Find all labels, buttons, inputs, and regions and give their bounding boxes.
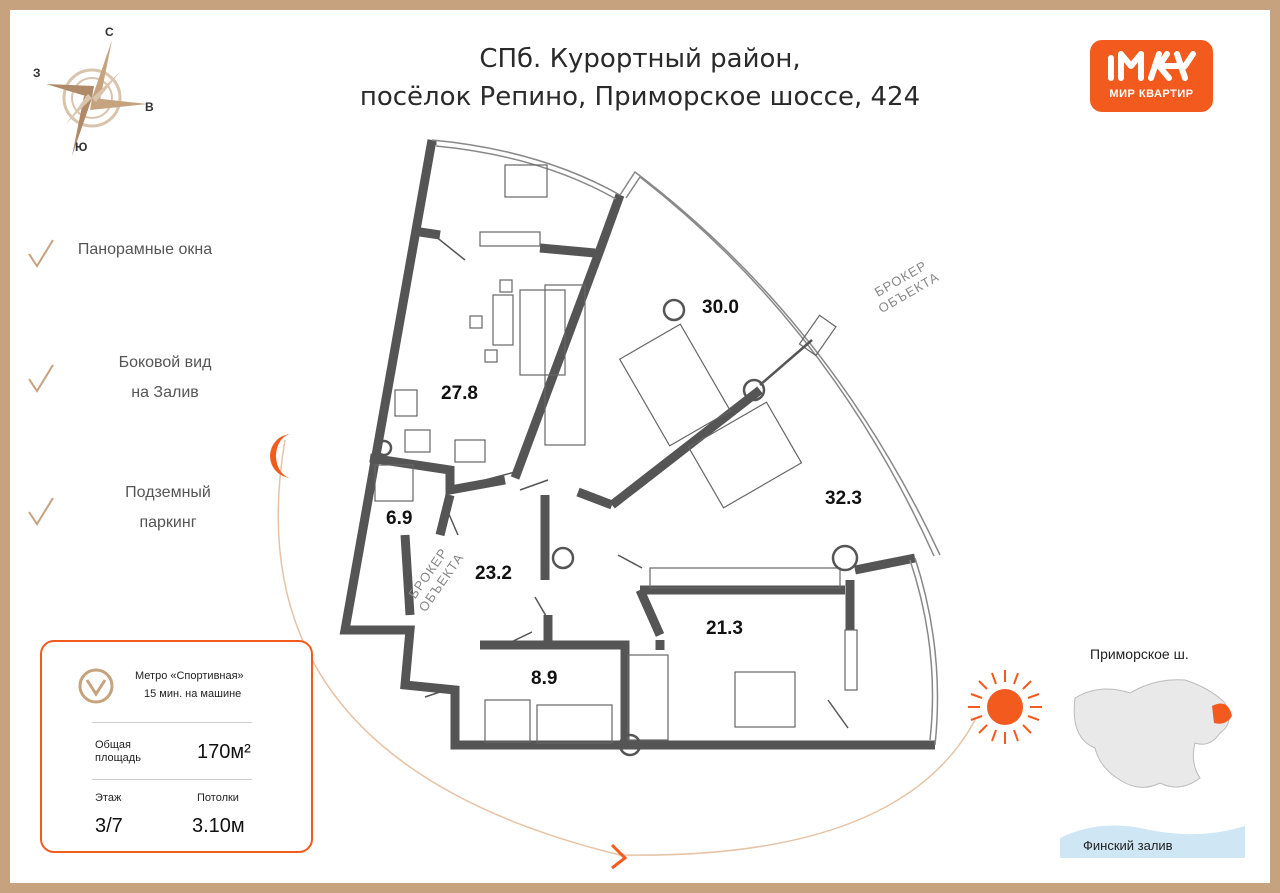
- feature-side-view: Боковой вид на Залив: [25, 345, 245, 415]
- metro-distance: 15 мин. на машине: [144, 688, 242, 700]
- ceiling-label: Потолки: [197, 792, 239, 804]
- ceiling-value: 3.10м: [192, 815, 245, 837]
- title-line-1: СПб. Курортный район,: [479, 44, 801, 74]
- room-area-hall: 23.2: [475, 563, 512, 584]
- location-map: [1060, 679, 1245, 858]
- feature-label: Панорамные окна: [77, 241, 213, 258]
- feature-parking: Подземный паркинг: [25, 478, 245, 548]
- feature-label: Боковой вид: [118, 354, 212, 371]
- metro-station: Метро «Спортивная»: [135, 670, 244, 682]
- moon-icon: [270, 434, 292, 478]
- room-area-bathroom: 8.9: [531, 668, 558, 689]
- floor-value: 3/7: [95, 815, 123, 837]
- compass-east: В: [145, 100, 154, 114]
- room-area-bedroom-large: 32.3: [825, 488, 862, 509]
- water-icon: [1060, 825, 1245, 858]
- logo-mark-icon: [1107, 51, 1196, 81]
- room-area-living: 30.0: [702, 297, 739, 318]
- compass-west: З: [33, 66, 41, 80]
- arrow-icon: [610, 843, 628, 870]
- logo-mark: [1090, 48, 1213, 90]
- divider: [92, 779, 252, 780]
- outer-wall: [339, 139, 935, 750]
- room-area-bedroom: 21.3: [706, 618, 743, 639]
- area-value: 170м²: [197, 741, 251, 763]
- compass: С В Ю З: [30, 20, 160, 160]
- compass-south: Ю: [75, 140, 88, 154]
- divider: [92, 722, 252, 723]
- checkmark-icon: [28, 239, 54, 268]
- building-outline: [1073, 679, 1230, 788]
- feature-label: паркинг: [139, 514, 197, 531]
- map-road-label: Приморское ш.: [1090, 646, 1189, 662]
- area-label-2: площадь: [95, 752, 141, 764]
- brand-logo[interactable]: МИР КВАРТИР: [1090, 40, 1213, 112]
- room-area-bathroom-small: 6.9: [386, 508, 413, 529]
- compass-rose-icon: [46, 40, 148, 156]
- metro-icon: [78, 668, 114, 704]
- title-line-2: посёлок Репино, Приморское шоссе, 424: [359, 82, 921, 112]
- room-area-kitchen: 27.8: [441, 383, 478, 404]
- feature-panoramic: Панорамные окна: [25, 230, 245, 300]
- floor-label: Этаж: [95, 792, 122, 804]
- area-label-1: Общая: [95, 739, 131, 751]
- checkmark-icon: [28, 497, 54, 526]
- feature-label: Подземный: [125, 484, 211, 501]
- compass-north: С: [105, 25, 114, 39]
- apartment-marker: [1212, 703, 1232, 724]
- sun-icon: [968, 670, 1042, 744]
- feature-label: на Залив: [131, 384, 199, 401]
- page-title: СПб. Курортный район, посёлок Репино, Пр…: [300, 40, 980, 116]
- map-water-label: Финский залив: [1083, 838, 1173, 853]
- checkmark-icon: [28, 364, 54, 393]
- logo-text: МИР КВАРТИР: [1109, 88, 1194, 100]
- info-card: Метро «Спортивная» 15 мин. на машине Общ…: [40, 640, 313, 853]
